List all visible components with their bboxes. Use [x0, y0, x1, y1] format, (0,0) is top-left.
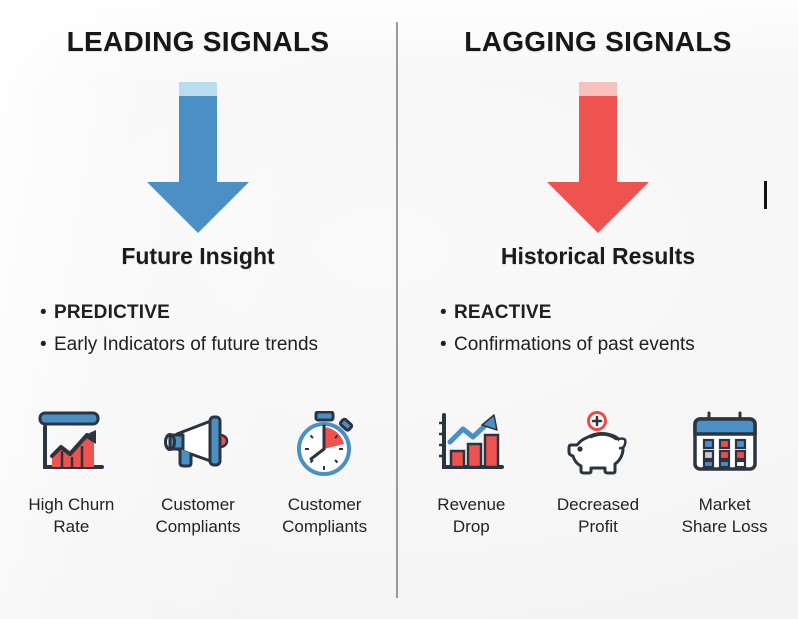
list-item: • Early Indicators of future trends	[40, 332, 378, 357]
bar-chart-arrow-icon	[431, 408, 511, 480]
icon-label-line2: Rate	[53, 517, 90, 536]
calendar-icon	[685, 408, 765, 480]
icon-cell-customer-complaints-megaphone: Customer Compliants	[137, 408, 259, 538]
icon-label-line2: Compliants	[282, 517, 368, 536]
lagging-icon-row: Revenue Drop Decreased	[408, 408, 788, 538]
icon-label-line1: Revenue	[437, 495, 506, 514]
leading-signals-heading: LEADING SIGNALS	[66, 26, 330, 57]
icon-label-line2: Share Loss	[681, 517, 768, 536]
piggy-bank-icon	[558, 408, 638, 480]
list-item: • REACTIVE	[440, 300, 778, 325]
icon-cell-revenue-drop: Revenue Drop	[410, 408, 532, 538]
icon-label-line2: Compliants	[155, 517, 241, 536]
text-caret-marker	[764, 181, 767, 209]
leading-arrow-container	[0, 82, 396, 237]
future-insight-subtitle: Future Insight	[121, 243, 275, 269]
leading-icon-row: High Churn Rate Customer	[8, 408, 388, 538]
bullet-marker: •	[440, 302, 447, 323]
icon-label-line2: Profit	[578, 517, 618, 536]
icon-label-line1: Customer	[161, 495, 235, 514]
lagging-bullet-list: • REACTIVE • Confirmations of past event…	[440, 300, 778, 364]
megaphone-icon	[158, 408, 238, 480]
icon-label: Customer Compliants	[282, 494, 367, 538]
icon-cell-high-churn-rate: High Churn Rate	[10, 408, 132, 538]
bullet-marker: •	[440, 334, 447, 355]
icon-label: Market Share Loss	[682, 494, 768, 538]
lagging-signals-column: LAGGING SIGNALS Historical Results • REA…	[400, 0, 796, 619]
bullet-marker: •	[40, 302, 47, 323]
leading-bullet-list: • PREDICTIVE • Early Indicators of futur…	[40, 300, 378, 364]
bullet-text: Early Indicators of future trends	[54, 334, 319, 355]
icon-label: High Churn Rate	[28, 494, 114, 538]
icon-label-line1: Customer	[287, 495, 362, 514]
down-arrow-blue-icon	[139, 82, 257, 234]
list-item: • Confirmations of past events	[440, 332, 778, 357]
list-item: • PREDICTIVE	[40, 300, 378, 325]
icon-label: Decreased Profit	[557, 494, 639, 538]
icon-label-line1: Decreased	[556, 495, 640, 514]
bullet-marker: •	[40, 334, 47, 355]
presentation-chart-icon	[31, 408, 111, 480]
icon-cell-decreased-profit: Decreased Profit	[537, 408, 659, 538]
icon-cell-customer-complaints-stopwatch: Customer Compliants	[264, 408, 386, 538]
icon-label: Customer Compliants	[155, 494, 240, 538]
lagging-arrow-container	[400, 82, 796, 237]
icon-label: Revenue Drop	[437, 494, 505, 538]
down-arrow-red-icon	[539, 82, 657, 234]
vertical-divider	[396, 22, 398, 598]
icon-label-line2: Drop	[452, 517, 490, 536]
bullet-text: PREDICTIVE	[54, 302, 171, 323]
historical-results-subtitle: Historical Results	[500, 243, 696, 269]
stopwatch-icon	[285, 408, 365, 480]
bullet-text: Confirmations of past events	[454, 334, 695, 355]
lagging-signals-heading: LAGGING SIGNALS	[464, 26, 732, 57]
icon-label-line1: Market	[698, 495, 751, 514]
icon-cell-market-share-loss: Market Share Loss	[664, 408, 786, 538]
icon-label-line1: High Churn	[28, 495, 115, 514]
leading-signals-column: LEADING SIGNALS Future Insight • PREDICT…	[0, 0, 396, 619]
bullet-text: REACTIVE	[454, 302, 552, 323]
